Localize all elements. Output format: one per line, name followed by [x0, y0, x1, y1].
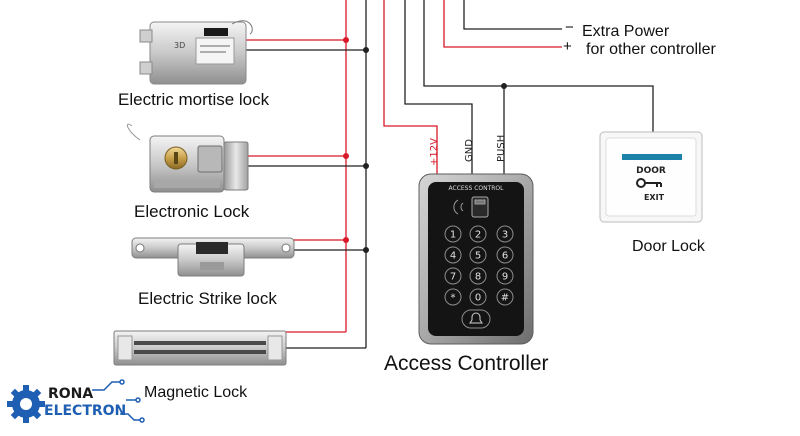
key-icon: [636, 178, 662, 188]
keypad-key[interactable]: 1: [444, 225, 462, 243]
door-exit-button-image: DOOR EXIT: [599, 131, 703, 223]
mortise-lock-label: Electric mortise lock: [118, 90, 270, 109]
red-wire-extra-power: [443, 0, 562, 48]
keypad-key[interactable]: *: [444, 288, 462, 306]
keypad-key-label: 7: [450, 272, 456, 283]
red-junction-1: [343, 37, 349, 43]
keypad-key-label: 8: [475, 272, 481, 283]
keypad-key-ring: [444, 267, 462, 285]
keypad-key[interactable]: 5: [469, 246, 487, 264]
power-minus-text: Extra Power: [582, 23, 670, 40]
keypad-key[interactable]: 7: [444, 267, 462, 285]
bell-button[interactable]: [461, 309, 491, 329]
svg-text:3D: 3D: [174, 41, 185, 50]
black-junction-3: [363, 247, 369, 253]
gear-icon: [7, 385, 45, 423]
keypad-key[interactable]: 2: [469, 225, 487, 243]
keypad-key-label: 0: [475, 293, 481, 304]
keypad-key-label: 9: [502, 272, 508, 283]
keypad-key-ring: [496, 225, 514, 243]
keypad-key-label: 1: [450, 230, 456, 241]
red-junction-2: [343, 153, 349, 159]
terminal-12v-label: +12V: [429, 138, 440, 166]
door-lock-label: Door Lock: [632, 238, 705, 255]
door-button-bottom-text: EXIT: [644, 193, 665, 202]
keypad-key-ring: [496, 267, 514, 285]
keypad-key[interactable]: #: [496, 288, 514, 306]
power-minus-sign: −: [565, 19, 574, 36]
keypad-key-label: *: [451, 293, 456, 304]
keypad-key-label: 4: [450, 251, 456, 262]
access-controller-label: Access Controller: [384, 352, 549, 375]
black-wire-door-button-1: [423, 0, 654, 134]
red-wire-12v: [383, 0, 438, 176]
magnetic-lock-label: Magnetic Lock: [144, 384, 248, 401]
black-wires: [246, 0, 654, 349]
keypad-key-ring: [444, 246, 462, 264]
power-plus-text: for other controller: [586, 41, 716, 58]
keypad-key[interactable]: 9: [496, 267, 514, 285]
magnetic-lock-image: [113, 330, 287, 366]
circuit-lines-icon: [92, 379, 145, 423]
keypad-key-ring: [496, 288, 514, 306]
access-controller-image: ACCESS CONTROL 1 2 3 4 5 6 7 8 9 * 0 #: [418, 173, 534, 345]
black-wire-gnd: [404, 0, 473, 176]
logo-line1: RONA: [48, 386, 93, 402]
keypad-key-ring: [444, 288, 462, 306]
wire-junctions: [343, 37, 507, 253]
black-wire-extra-power: [463, 0, 562, 30]
black-junction-push: [501, 83, 507, 89]
mortise-lock-image: 3D: [139, 20, 253, 85]
keypad-key-ring: [469, 288, 487, 306]
door-button-top-text: DOOR: [636, 166, 666, 176]
keypad-key-label: 5: [475, 251, 481, 262]
terminal-push-label: PUSH: [496, 135, 507, 162]
rona-electron-logo: RONA ELECTRON: [7, 379, 145, 423]
electronic-lock-label: Electronic Lock: [134, 202, 250, 221]
strike-lock-label: Electric Strike lock: [138, 289, 277, 308]
keypad-key-label: 3: [502, 230, 508, 241]
keypad-key-label: 6: [502, 251, 508, 262]
keypad-key-ring: [469, 246, 487, 264]
logo-line2: ELECTRON: [44, 403, 126, 419]
black-junction-2: [363, 163, 369, 169]
keypad-key[interactable]: 3: [496, 225, 514, 243]
red-junction-3: [343, 237, 349, 243]
controller-panel-text: ACCESS CONTROL: [449, 185, 505, 192]
black-junction-1: [363, 47, 369, 53]
keypad-key-ring: [469, 225, 487, 243]
power-plus-sign: +: [563, 38, 572, 55]
keypad-key[interactable]: 8: [469, 267, 487, 285]
keypad-key-label: 2: [475, 230, 481, 241]
keypad: 1 2 3 4 5 6 7 8 9 * 0 #: [444, 225, 514, 306]
terminal-gnd-label: GND: [464, 139, 475, 162]
electric-strike-image: [131, 237, 295, 277]
keypad-key-ring: [469, 267, 487, 285]
keypad-key-label: #: [501, 293, 509, 304]
keypad-key-ring: [444, 225, 462, 243]
keypad-key[interactable]: 0: [469, 288, 487, 306]
keypad-key[interactable]: 4: [444, 246, 462, 264]
keypad-key-ring: [496, 246, 514, 264]
card-reader-icon: [453, 196, 489, 218]
keypad-key[interactable]: 6: [496, 246, 514, 264]
electronic-lock-image: [126, 123, 249, 193]
